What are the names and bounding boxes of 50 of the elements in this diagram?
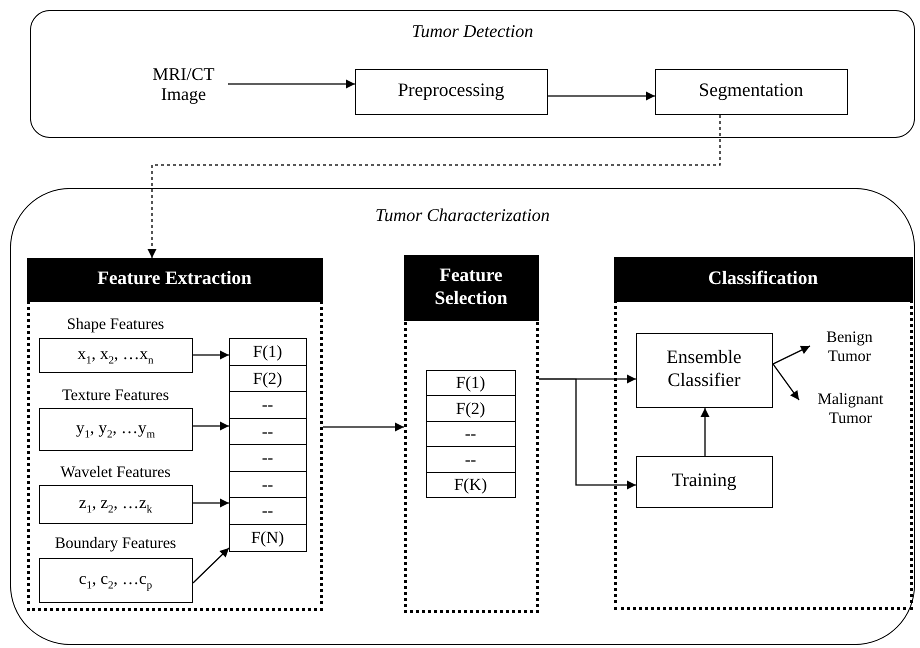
feature-values-box: z$_{1}$, z$_{2}$, …z$_{k}$ <box>38 484 192 524</box>
feature-cell: F(2) <box>228 364 306 392</box>
feature-cell: F(1) <box>426 370 516 397</box>
feature-cell: -- <box>426 420 516 448</box>
section-panel <box>614 256 912 610</box>
section-panel <box>404 254 538 612</box>
panel-header: Feature Selection <box>404 254 538 320</box>
arrow <box>193 422 229 430</box>
feature-cell: -- <box>228 444 306 472</box>
feature-cell: F(N) <box>228 524 306 552</box>
arrow <box>548 92 655 100</box>
arrow <box>700 408 710 456</box>
feature-cell: -- <box>228 391 306 419</box>
process-box: Ensemble Classifier <box>636 332 772 408</box>
process-box: Segmentation <box>654 68 848 114</box>
arrow <box>192 548 230 584</box>
stage-panel <box>30 10 915 138</box>
feature-values-box: y$_{1}$, y$_{2}$, …y$_{m}$ <box>38 408 192 450</box>
feature-cell: -- <box>228 497 306 525</box>
arrow <box>193 350 229 360</box>
arrow <box>323 422 404 432</box>
arrow <box>148 115 721 258</box>
panel-header: Classification <box>614 256 912 302</box>
section-panel <box>26 258 322 610</box>
arrow <box>228 80 355 88</box>
arrow <box>193 498 229 508</box>
feature-cell: -- <box>228 418 306 446</box>
output-label: Benign Tumor <box>810 326 890 370</box>
stage-panel <box>10 188 915 645</box>
feature-cell: F(K) <box>426 472 516 498</box>
group-label: Boundary Features <box>54 534 178 552</box>
feature-cell: -- <box>228 470 306 498</box>
feature-values-box: x$_{1}$, x$_{2}$, …x$_{n}$ <box>38 338 192 372</box>
arrow <box>772 345 810 365</box>
feature-cell: -- <box>426 446 516 474</box>
feature-cell: F(1) <box>228 338 306 366</box>
feature-cell: F(2) <box>426 395 516 422</box>
group-label: Texture Features <box>61 386 170 404</box>
arrow <box>772 364 800 400</box>
output-label: Malignant Tumor <box>798 386 902 432</box>
group-label: Shape Features <box>66 316 166 334</box>
arrow <box>539 378 636 490</box>
process-box: Preprocessing <box>354 68 548 114</box>
group-label: Wavelet Features <box>59 464 172 482</box>
panel-title: Tumor Detection <box>410 21 534 42</box>
feature-values-box: c$_{1}$, c$_{2}$, …c$_{p}$ <box>38 558 192 602</box>
panel-header: Feature Extraction <box>26 258 322 302</box>
process-box: Training <box>636 456 772 508</box>
input-label: MRI/CT Image <box>140 58 228 112</box>
panel-title: Tumor Characterization <box>374 205 551 226</box>
